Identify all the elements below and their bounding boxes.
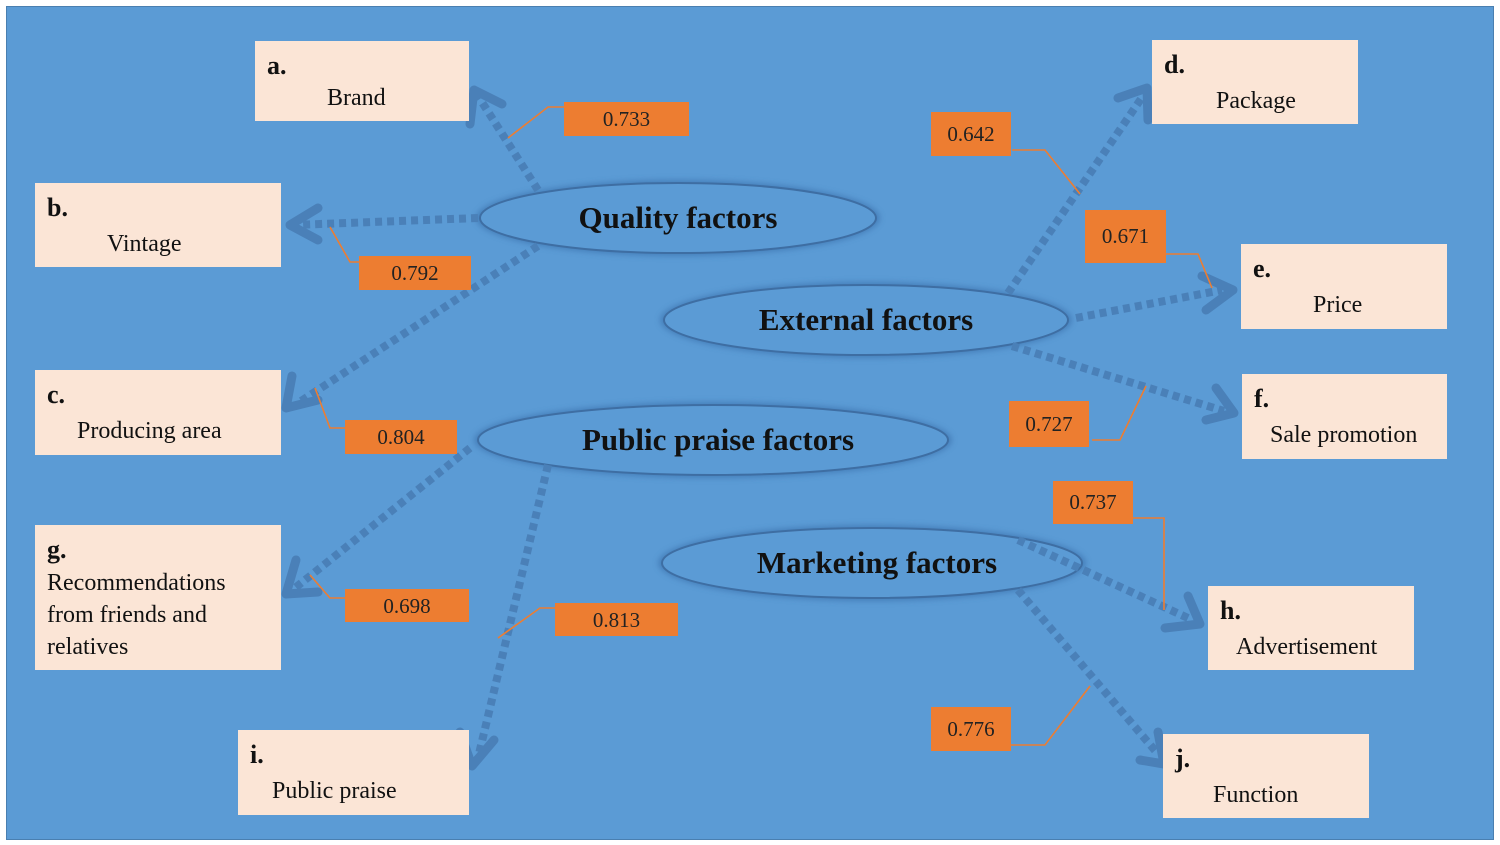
item-label: Function (1213, 782, 1299, 808)
arrowhead-producing-area (281, 371, 323, 413)
factor-ellipse-public-praise (474, 402, 952, 478)
item-letter: c. (47, 380, 66, 409)
arrowhead-price (1197, 271, 1238, 315)
weight-vintage: 0.792 (359, 256, 471, 290)
arrow-public-to-public-praise (474, 464, 552, 759)
weight-function: 0.776 (931, 707, 1011, 751)
item-box-sale-promotion: f. Sale promotion (1242, 374, 1447, 459)
arrow-marketing-to-function (1014, 587, 1162, 757)
weight-price: 0.671 (1085, 210, 1166, 263)
item-box-price: e. Price (1241, 244, 1447, 329)
item-label: Recommendations from friends and relativ… (47, 570, 226, 660)
item-box-producing-area: c. Producing area (35, 370, 281, 455)
item-letter: g. (47, 535, 67, 564)
item-box-recommendations: g. Recommendations from friends and rela… (35, 525, 281, 670)
factor-ellipse-external (660, 282, 1072, 358)
leader-recommendations (309, 574, 346, 599)
leader-producing-area (314, 387, 346, 429)
arrow-external-to-package (1004, 93, 1147, 296)
item-box-public-praise: i. Public praise (238, 730, 469, 815)
item-label: Price (1313, 292, 1363, 318)
arrowhead-package (1113, 83, 1153, 125)
leader-public-praise (497, 607, 555, 639)
item-letter: j. (1175, 744, 1191, 773)
arrowhead-recommendations (281, 555, 323, 599)
item-letter: d. (1164, 50, 1185, 79)
arrow-external-to-price (1075, 286, 1223, 322)
leader-advertisement (1132, 517, 1165, 610)
weight-sale-promotion: 0.727 (1009, 401, 1089, 447)
item-label: Advertisement (1236, 634, 1378, 660)
leader-package (1012, 149, 1081, 195)
arrow-quality-to-vintage (293, 214, 479, 229)
weight-package: 0.642 (931, 112, 1011, 156)
leader-sale-promotion (1092, 385, 1147, 441)
item-letter: f. (1254, 384, 1270, 413)
factor-ellipse-marketing (658, 525, 1086, 601)
item-box-vintage: b. Vintage (35, 183, 281, 267)
item-letter: i. (250, 740, 264, 769)
item-label: Vintage (107, 231, 182, 257)
item-label: Brand (327, 85, 386, 111)
item-letter: b. (47, 193, 68, 222)
arrow-public-to-recommendations (292, 444, 473, 592)
item-label: Producing area (77, 418, 222, 444)
item-label: Sale promotion (1270, 422, 1418, 448)
weight-producing-area: 0.804 (345, 420, 457, 454)
item-label: Public praise (272, 778, 397, 804)
item-letter: a. (267, 51, 287, 80)
item-label: Package (1216, 88, 1296, 114)
leader-function (1010, 685, 1091, 746)
item-box-advertisement: h. Advertisement (1208, 586, 1414, 670)
arrow-external-to-sale-promotion (1010, 342, 1226, 415)
arrowhead-sale-promotion (1201, 383, 1239, 425)
item-letter: e. (1253, 254, 1272, 283)
weight-brand: 0.733 (564, 102, 689, 136)
arrowhead-advertisement (1160, 591, 1205, 633)
weight-public-praise: 0.813 (555, 603, 678, 636)
item-letter: h. (1220, 596, 1241, 625)
leader-price (1166, 253, 1213, 289)
item-box-package: d. Package (1152, 40, 1358, 124)
item-box-function: j. Function (1163, 734, 1369, 818)
arrowhead-brand (465, 85, 507, 129)
item-box-brand: a. Brand (255, 41, 469, 121)
weight-recommendations: 0.698 (345, 589, 469, 622)
arrow-quality-to-brand (474, 93, 542, 193)
arrowhead-vintage (285, 203, 323, 245)
weight-advertisement: 0.737 (1053, 481, 1133, 524)
leader-brand (507, 106, 564, 139)
factor-ellipse-quality (476, 180, 880, 256)
leader-vintage (329, 226, 360, 263)
